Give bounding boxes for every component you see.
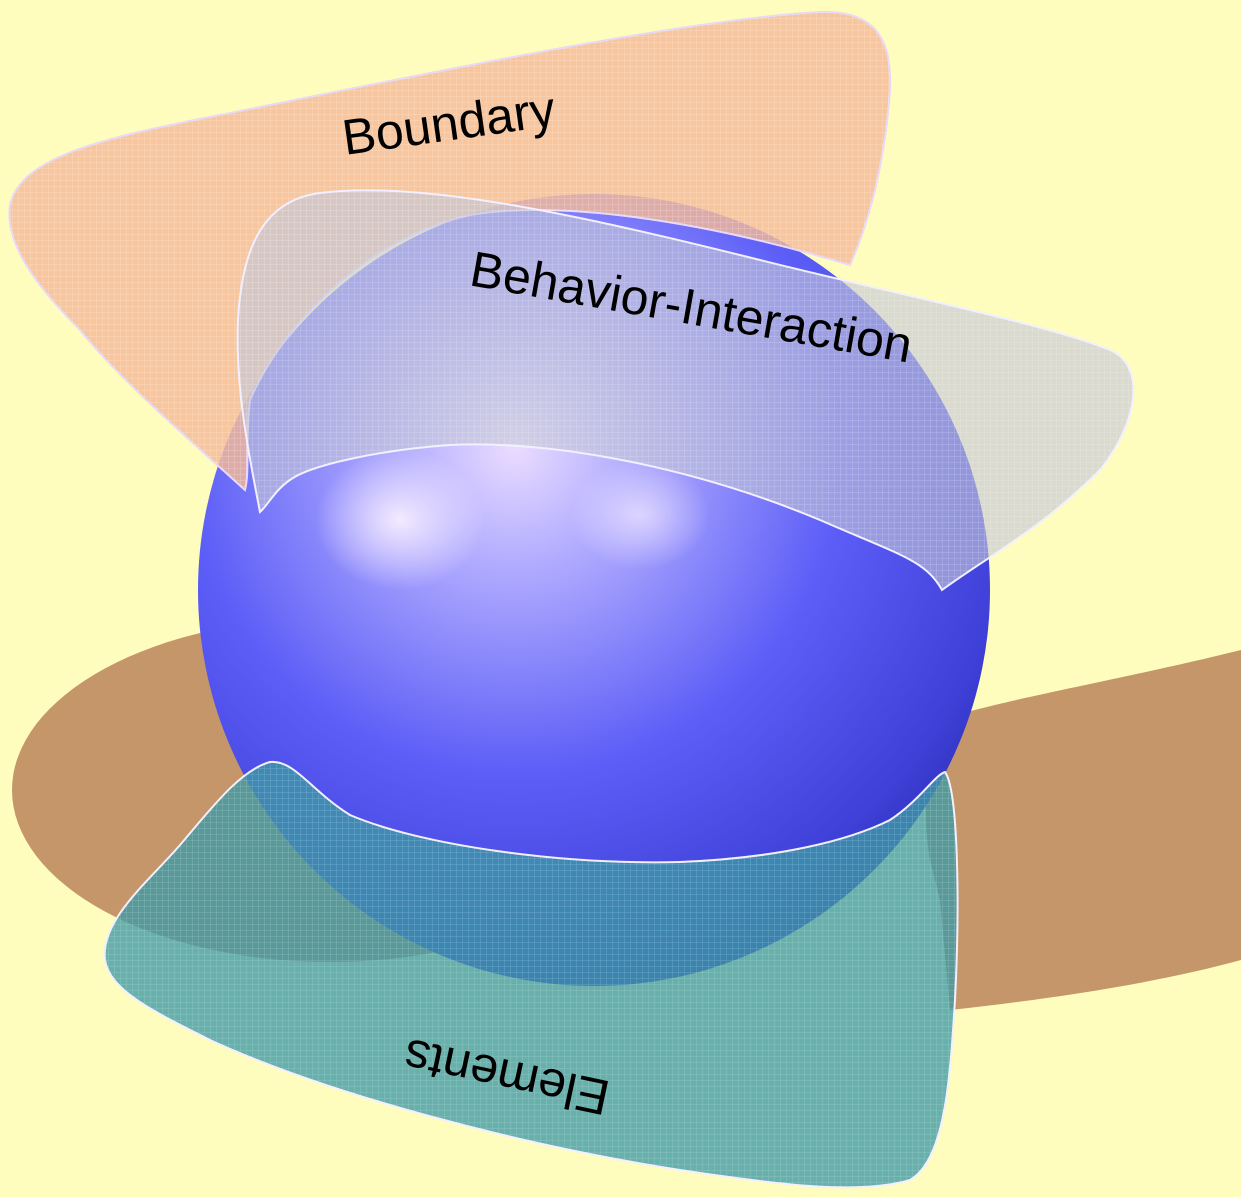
elements-plane: Elements: [103, 760, 959, 1189]
behavior-interaction-plane: Behavior-Interaction: [236, 189, 1135, 592]
sphere-highlight: [315, 450, 485, 590]
sphere-highlight: [570, 460, 710, 570]
boundary-plane: Boundary: [8, 10, 892, 492]
sphere-shadow: [925, 650, 1241, 1010]
